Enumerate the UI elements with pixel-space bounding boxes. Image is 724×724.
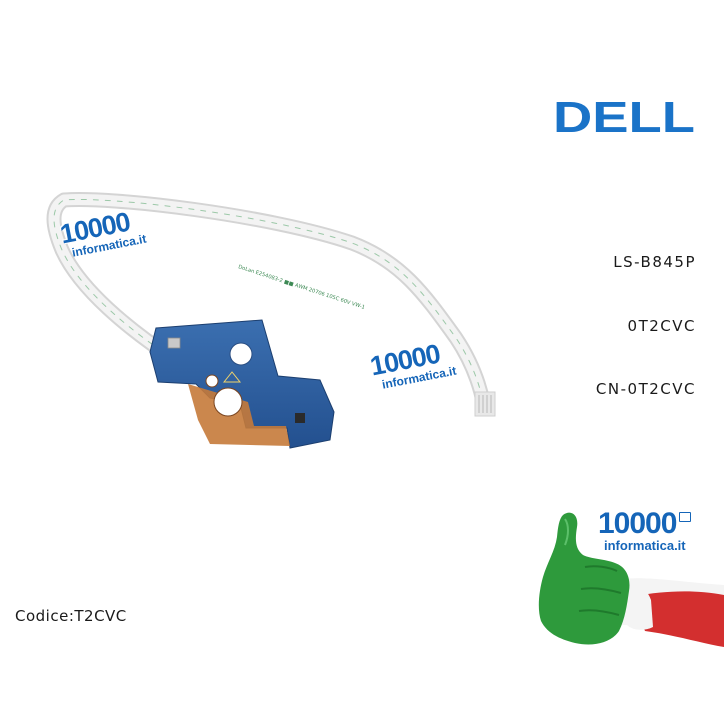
thumbs-up-italy-flag xyxy=(538,512,724,647)
brand-watermark: 10000 informatica.it xyxy=(598,507,692,553)
part-number: CN-0T2CVC xyxy=(595,380,696,398)
cable-contacts xyxy=(474,391,496,417)
brand-site: informatica.it xyxy=(604,538,686,553)
power-button-board xyxy=(149,319,335,449)
dell-logo: DELL xyxy=(553,93,695,138)
thumbs-up-icon xyxy=(538,512,630,645)
brand-number: 10000 xyxy=(598,507,677,540)
laptop-icon xyxy=(679,512,692,522)
product-code: Codice:T2CVC xyxy=(15,607,127,625)
flag-red xyxy=(630,591,724,647)
part-number: LS-B845P xyxy=(613,253,696,271)
dell-logo-text: DELL xyxy=(553,93,695,138)
cable-print: DoLan E254083-2 ■■ AWM 20706 105C 60V VW… xyxy=(237,264,365,311)
part-number: 0T2CVC xyxy=(627,317,696,335)
flex-cable xyxy=(46,191,492,414)
